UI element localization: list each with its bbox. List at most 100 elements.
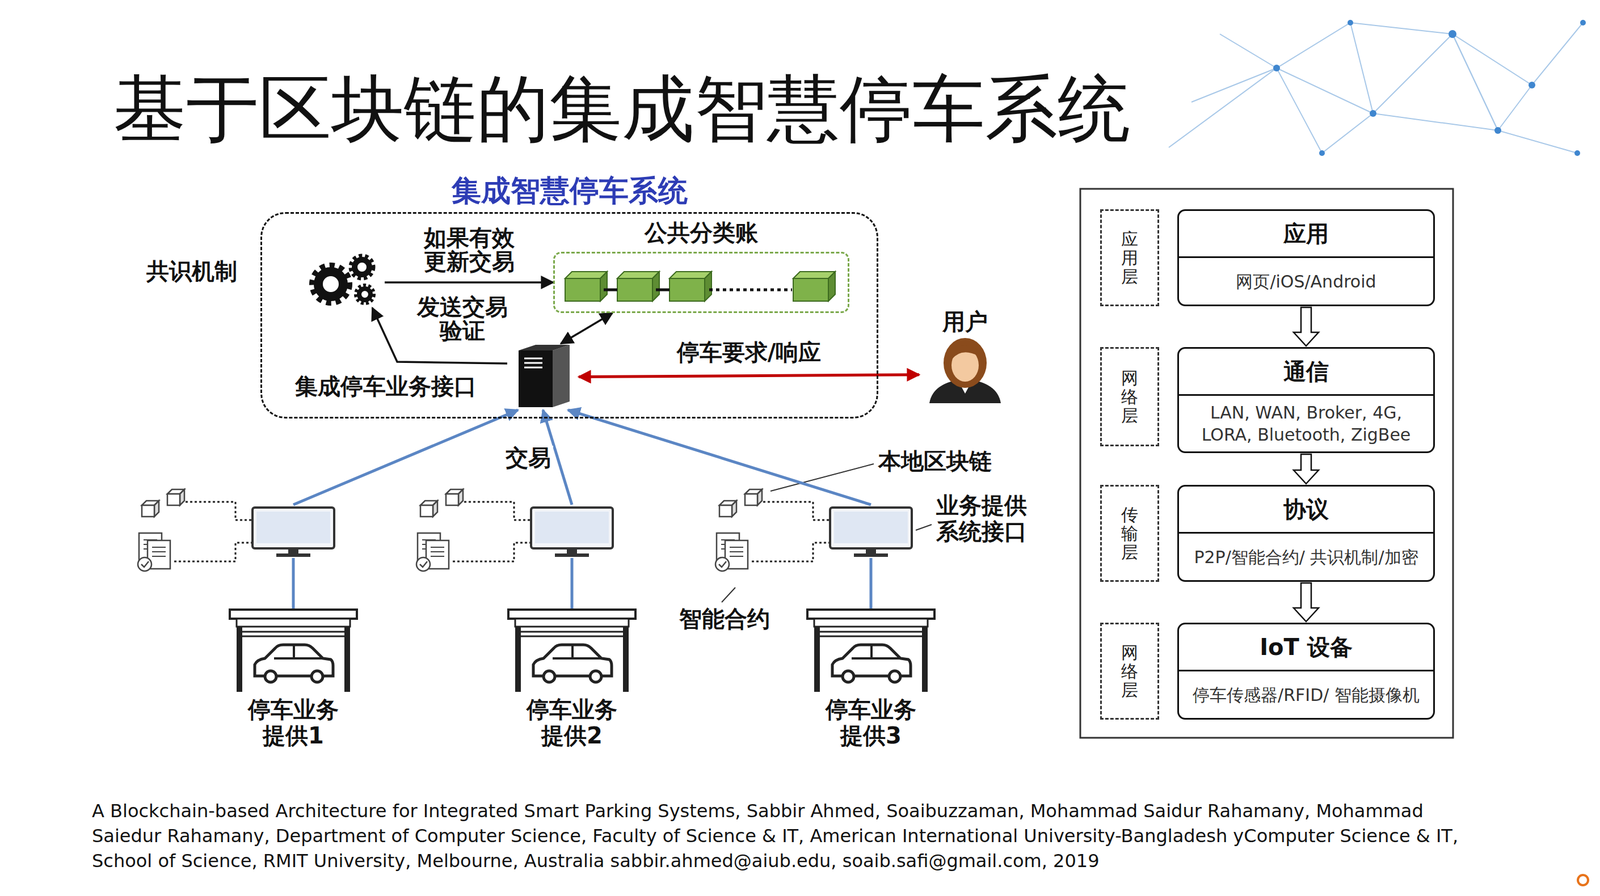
svg-rect — [229, 609, 357, 620]
svg-rect — [853, 553, 888, 558]
title-rule — [62, 165, 1578, 167]
svg-rect — [622, 626, 629, 693]
node-tag: 应用层 — [1100, 209, 1160, 307]
svg-circle — [543, 671, 555, 683]
node-server: 集成停车业务接口 — [507, 343, 579, 411]
svg-ellipse — [943, 338, 987, 389]
svg-rect — [617, 278, 653, 302]
edge-label: 发送交易 验证 — [409, 295, 516, 343]
connector — [567, 410, 871, 505]
parking-provider-icon — [797, 504, 945, 696]
region-heading: 集成智慧停车系统 — [262, 174, 877, 209]
layer-header: 应用 — [1179, 211, 1434, 259]
svg-circle — [590, 671, 602, 683]
svg-use — [137, 489, 253, 572]
corner-mark — [1577, 875, 1589, 886]
svg-circle — [312, 265, 350, 303]
svg-circle — [311, 671, 323, 683]
svg-rect — [518, 350, 553, 408]
svg-rect — [865, 548, 877, 555]
layer-tag: 应用层 — [1121, 229, 1139, 286]
leader-line — [915, 524, 932, 531]
node-layer: IoT 设备停车传感器/RFID/ 智能摄像机 — [1177, 622, 1435, 720]
svg-circle — [359, 288, 371, 301]
svg-circle — [1319, 150, 1325, 157]
layer-body: 停车传感器/RFID/ 智能摄像机 — [1179, 671, 1434, 719]
node-tag: 传输层 — [1100, 485, 1160, 583]
svg-circle — [889, 671, 901, 683]
svg-rect — [814, 626, 820, 693]
svg-polygon — [652, 271, 660, 302]
svg-polygon — [828, 271, 836, 302]
hollow-arrow — [1293, 307, 1319, 347]
layer-header: IoT 设备 — [1179, 624, 1434, 672]
node-tag: 网络层 — [1100, 622, 1160, 720]
svg-rect — [921, 626, 928, 693]
annotation: 本地区块链 — [878, 448, 992, 475]
node-layer: 通信LAN, WAN, Broker, 4G, LORA, Bluetooth,… — [1177, 347, 1435, 454]
hollow-arrow — [1293, 583, 1319, 622]
layer-body: 网页/iOS/Android — [1179, 258, 1434, 305]
svg-rect — [236, 619, 351, 627]
svg-circle — [318, 271, 344, 297]
server-label: 集成停车业务接口 — [295, 373, 477, 400]
connector — [384, 281, 554, 284]
svg-line — [524, 367, 543, 369]
svg-circle — [350, 255, 374, 279]
svg-circle — [1494, 127, 1502, 134]
node-col: 停车业务 提供2 — [498, 504, 646, 749]
svg-line — [870, 646, 873, 659]
ledger-blocks — [554, 253, 848, 312]
svg-rect — [554, 553, 589, 558]
svg-polygon — [552, 344, 570, 408]
svg-rect — [565, 278, 601, 302]
svg-path — [1191, 22, 1578, 154]
svg-circle — [1273, 64, 1280, 72]
svg-line — [819, 631, 922, 634]
svg-rect — [807, 609, 935, 620]
svg-polygon — [518, 344, 570, 351]
node-layer: 应用网页/iOS/Android — [1177, 209, 1435, 307]
gear-icon — [302, 251, 385, 309]
layer-header: 通信 — [1179, 348, 1434, 397]
svg-line — [552, 657, 602, 660]
hollow-arrow — [1293, 454, 1319, 484]
svg-rect — [344, 626, 351, 693]
svg-line — [524, 362, 543, 365]
svg-rect — [834, 511, 908, 544]
ledger-heading: 公共分类账 — [554, 219, 848, 246]
node-layer: 协议P2P/智能合约/ 共识机制/加密 — [1177, 485, 1435, 583]
svg-circle — [842, 671, 854, 683]
svg-line — [603, 288, 618, 292]
layer-body: P2P/智能合约/ 共识机制/加密 — [1179, 533, 1434, 581]
svg-circle — [1580, 19, 1586, 26]
user-icon — [919, 337, 1012, 404]
layer-tag: 网络层 — [1121, 643, 1139, 700]
svg-polygon — [704, 271, 712, 302]
svg-line — [570, 558, 574, 610]
node-col: 停车业务 提供1 — [219, 504, 368, 749]
user-label: 用户 — [919, 308, 1012, 335]
svg-circle — [354, 259, 370, 275]
svg-use — [715, 489, 831, 572]
svg-line — [274, 657, 323, 660]
node-user: 用户 — [919, 337, 1012, 404]
layer-header: 协议 — [1179, 486, 1434, 534]
connector — [293, 410, 519, 505]
stack-frame — [1080, 188, 1454, 739]
svg-path — [951, 345, 979, 360]
node-col: 停车业务 提供3 — [797, 504, 945, 749]
svg-circle — [355, 285, 374, 304]
leader-line — [721, 587, 736, 603]
annotation: 智能合约 — [679, 605, 770, 633]
svg-circle — [264, 671, 277, 683]
svg-path — [1219, 22, 1498, 131]
svg-rect — [830, 507, 912, 549]
svg-rect — [669, 278, 705, 302]
slide-title: 基于区块链的集成智慧停车系统 — [113, 66, 1131, 151]
node-gear: 共识机制 — [302, 251, 385, 309]
svg-line — [292, 646, 296, 659]
parking-provider-icon — [498, 504, 646, 696]
layer-tag: 传输层 — [1121, 505, 1139, 562]
consensus-label: 共识机制 — [146, 258, 238, 285]
